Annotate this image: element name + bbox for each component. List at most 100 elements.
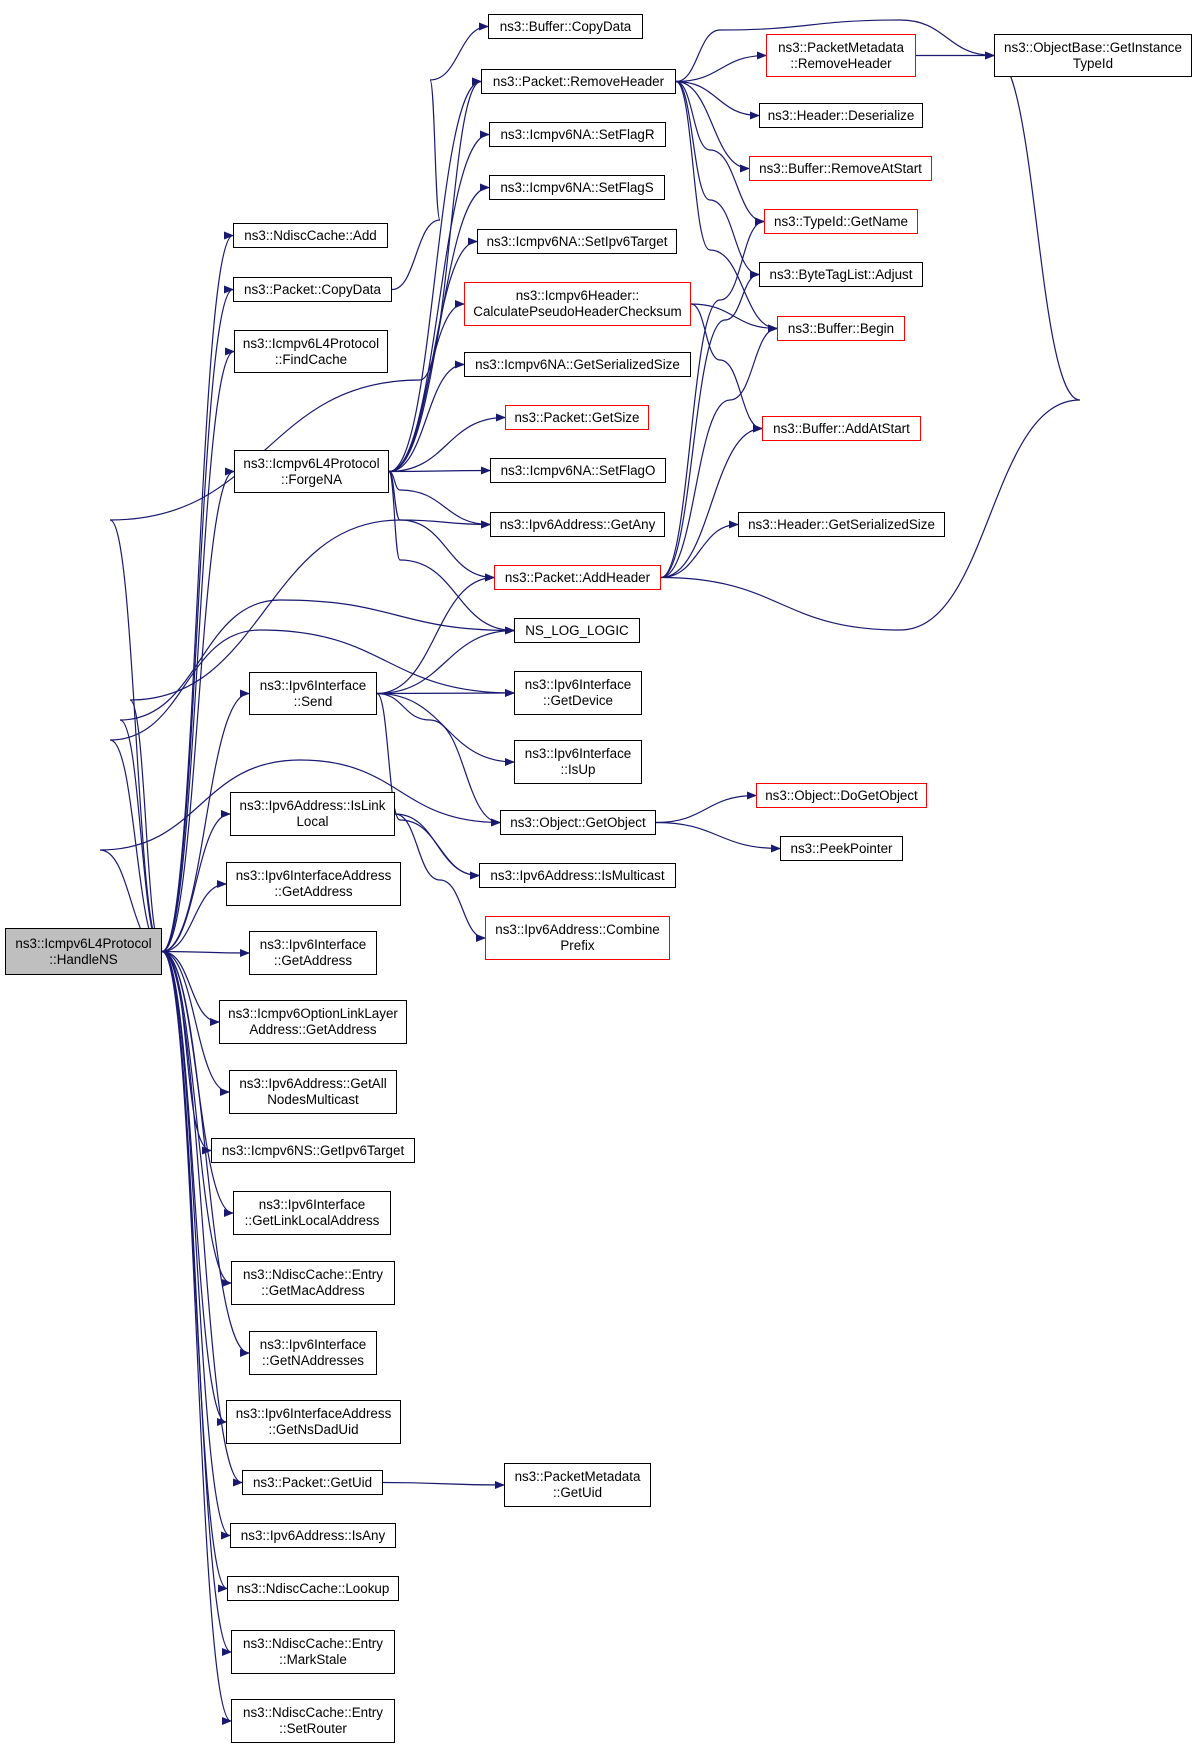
edge-removeheader-to-typeid-getname: [675, 80, 765, 226]
node-getlinklocal[interactable]: ns3::Ipv6Interface::GetLinkLocalAddress: [233, 1191, 391, 1235]
edge-root-to-markstale: [161, 950, 232, 1656]
edge-addheader-to-bytetaglist-adjust: [660, 270, 760, 579]
node-typeid-getname[interactable]: ns3::TypeId::GetName: [764, 209, 918, 234]
node-label-line: Prefix: [560, 938, 595, 953]
node-pm-removeheader[interactable]: ns3::PacketMetadata::RemoveHeader: [766, 34, 916, 77]
node-label-line: ::GetDevice: [543, 693, 613, 708]
edge-addheader-to-typeid-getname: [660, 217, 765, 579]
node-hdr-deserialize[interactable]: ns3::Header::Deserialize: [759, 103, 923, 128]
edge-root-to-iface-getdevice: [109, 629, 515, 953]
edge-root-to-pkt-copydata: [161, 285, 234, 953]
node-iface-getdevice[interactable]: ns3::Ipv6Interface::GetDevice: [514, 671, 642, 715]
node-label-line: ::GetUid: [552, 1485, 603, 1500]
node-setflagr[interactable]: ns3::Icmpv6NA::SetFlagR: [489, 122, 666, 147]
node-getnsdaduid[interactable]: ns3::Ipv6InterfaceAddress::GetNsDadUid: [226, 1400, 401, 1444]
node-getobject[interactable]: ns3::Object::GetObject: [500, 810, 656, 835]
node-buf-copydata[interactable]: ns3::Buffer::CopyData: [488, 14, 643, 39]
node-label-line: ::IsUp: [560, 762, 596, 777]
edge-root-to-getnaddresses: [161, 950, 250, 1357]
node-label-line: ns3::Header::GetSerializedSize: [748, 516, 935, 532]
node-bytetaglist-adjust[interactable]: ns3::ByteTagList::Adjust: [759, 262, 923, 287]
node-removeheader[interactable]: ns3::Packet::RemoveHeader: [481, 69, 676, 94]
node-ismulticast[interactable]: ns3::Ipv6Address::IsMulticast: [479, 863, 676, 888]
node-root[interactable]: ns3::Icmpv6L4Protocol::HandleNS: [5, 928, 162, 975]
node-calcchecksum[interactable]: ns3::Icmpv6Header::CalculatePseudoHeader…: [464, 282, 691, 326]
node-getany[interactable]: ns3::Ipv6Address::GetAny: [490, 512, 665, 537]
node-setipv6target[interactable]: ns3::Icmpv6NA::SetIpv6Target: [477, 229, 677, 254]
node-label-line: ns3::TypeId::GetName: [774, 213, 908, 229]
node-setflags[interactable]: ns3::Icmpv6NA::SetFlagS: [489, 175, 665, 200]
node-pkt-getsize[interactable]: ns3::Packet::GetSize: [505, 405, 649, 430]
node-lookup[interactable]: ns3::NdiscCache::Lookup: [227, 1576, 399, 1601]
edge-addheader-to-buf-begin: [660, 324, 778, 579]
node-dogetobject[interactable]: ns3::Object::DoGetObject: [756, 783, 927, 808]
node-label-line: ns3::Packet::RemoveHeader: [492, 73, 665, 89]
node-label-line: ::MarkStale: [279, 1652, 347, 1667]
edge-root-to-findcache: [161, 347, 235, 953]
node-setrouter[interactable]: ns3::NdiscCache::Entry::SetRouter: [231, 1699, 395, 1743]
edge-getobject-to-peekpointer: [655, 821, 781, 853]
node-setflago[interactable]: ns3::Icmpv6NA::SetFlagO: [490, 458, 666, 483]
node-label-line: ::HandleNS: [49, 951, 118, 967]
node-peekpointer[interactable]: ns3::PeekPointer: [780, 836, 903, 861]
edge-removeheader-to-bytetaglist-adjust: [675, 80, 760, 279]
node-getnaddresses[interactable]: ns3::Ipv6Interface::GetNAddresses: [249, 1331, 377, 1375]
node-addheader[interactable]: ns3::Packet::AddHeader: [494, 565, 661, 590]
edge-root-to-setrouter: [161, 950, 232, 1725]
node-iface-getaddress[interactable]: ns3::Ipv6Interface::GetAddress: [249, 931, 377, 975]
node-label-line: ::RemoveHeader: [790, 55, 892, 71]
node-label-line: ns3::PeekPointer: [790, 840, 893, 856]
node-pm-getuid[interactable]: ns3::PacketMetadata::GetUid: [504, 1463, 651, 1507]
node-label-line: ns3::Buffer::Begin: [787, 320, 895, 336]
node-getmac[interactable]: ns3::NdiscCache::Entry::GetMacAddress: [231, 1261, 395, 1305]
node-label-line: ::GetAddress: [274, 884, 353, 899]
node-iface-send[interactable]: ns3::Ipv6Interface::Send: [249, 672, 377, 715]
node-label-line: ns3::ByteTagList::Adjust: [769, 266, 913, 282]
node-ns-log-logic[interactable]: NS_LOG_LOGIC: [514, 618, 640, 643]
node-buf-begin[interactable]: ns3::Buffer::Begin: [777, 316, 905, 341]
edge-removeheader-to-getinstancetypeid: [675, 19, 995, 83]
node-findcache[interactable]: ns3::Icmpv6L4Protocol::FindCache: [234, 330, 388, 373]
node-buf-addatstart[interactable]: ns3::Buffer::AddAtStart: [762, 416, 921, 441]
node-label-line: ::Send: [293, 693, 333, 709]
edge-root-to-getany: [129, 519, 491, 953]
node-ifaddr-getaddress[interactable]: ns3::Ipv6InterfaceAddress::GetAddress: [226, 862, 401, 906]
node-label-line: ::GetLinkLocalAddress: [244, 1213, 380, 1228]
edge-forgena-to-setflago: [388, 466, 491, 475]
node-isany[interactable]: ns3::Ipv6Address::IsAny: [230, 1523, 396, 1548]
edge-removeheader-to-buf-removeatstart: [675, 80, 750, 173]
node-label-line: ns3::Ipv6Address::GetAny: [499, 516, 656, 532]
edge-islinklocal-to-ismulticast: [394, 813, 480, 880]
node-pkt-getuid[interactable]: ns3::Packet::GetUid: [242, 1470, 383, 1495]
node-label-line: ns3::NdiscCache::Entry: [243, 1636, 383, 1651]
node-label-line: ns3::Buffer::CopyData: [499, 18, 632, 34]
node-iface-isup[interactable]: ns3::Ipv6Interface::IsUp: [514, 740, 642, 784]
node-label-line: ns3::Packet::GetUid: [252, 1474, 373, 1490]
node-hdr-getserializedsize[interactable]: ns3::Header::GetSerializedSize: [738, 512, 945, 537]
node-forgena[interactable]: ns3::Icmpv6L4Protocol::ForgeNA: [234, 450, 389, 493]
node-label-line: ns3::Packet::CopyData: [244, 281, 381, 297]
edge-iface-send-to-addheader: [376, 573, 495, 695]
edge-root-to-getallnodes: [161, 950, 230, 1096]
node-label-line: CalculatePseudoHeaderChecksum: [473, 304, 682, 319]
node-pkt-copydata[interactable]: ns3::Packet::CopyData: [233, 277, 392, 302]
node-label-line: ns3::Header::Deserialize: [767, 107, 915, 123]
node-buf-removeatstart[interactable]: ns3::Buffer::RemoveAtStart: [749, 156, 932, 181]
node-label-line: TypeId: [1072, 55, 1114, 71]
edge-addheader-to-buf-addatstart: [660, 424, 763, 579]
node-ns-getipv6target[interactable]: ns3::Icmpv6NS::GetIpv6Target: [211, 1138, 415, 1163]
node-markstale[interactable]: ns3::NdiscCache::Entry::MarkStale: [231, 1630, 395, 1674]
node-label-line: ::GetAddress: [273, 953, 353, 968]
edge-removeheader-to-hdr-deserialize: [675, 80, 760, 120]
edge-iface-send-to-getobject: [376, 692, 501, 827]
node-label-line: ns3::Icmpv6NA::SetFlagS: [500, 179, 654, 195]
node-ndisc-add[interactable]: ns3::NdiscCache::Add: [233, 223, 388, 248]
edge-islinklocal-to-combineprefix: [394, 813, 486, 942]
node-getserializedsize[interactable]: ns3::Icmpv6NA::GetSerializedSize: [464, 352, 691, 377]
